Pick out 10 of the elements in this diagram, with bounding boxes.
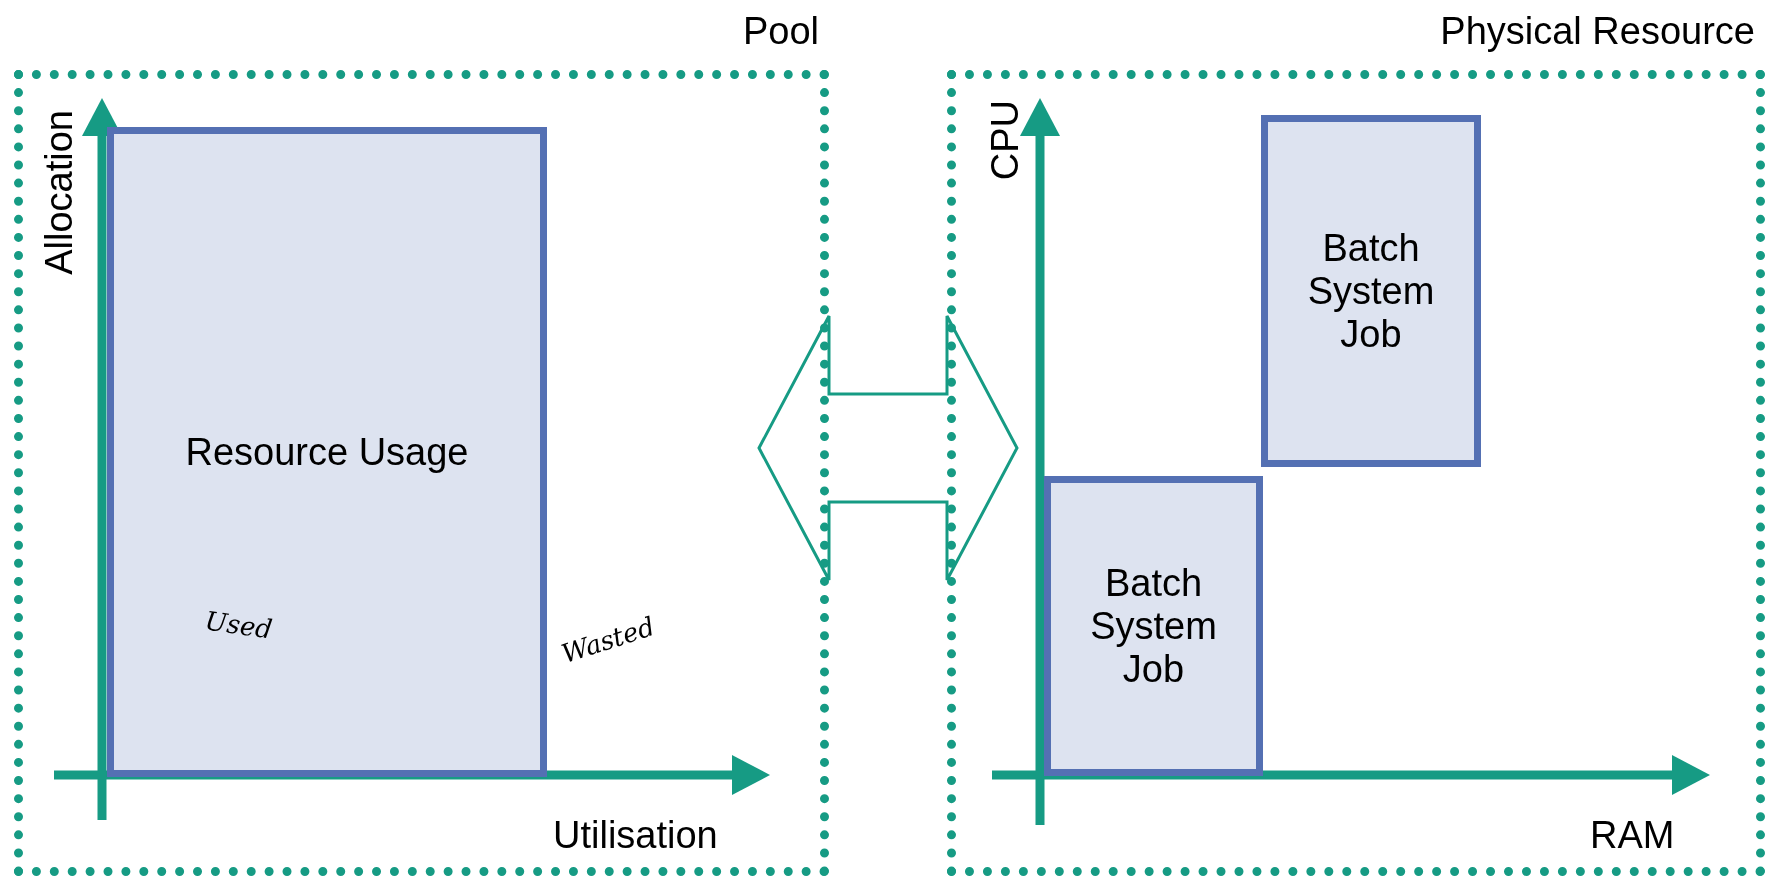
resource-box: Batch System Job [1261, 115, 1481, 467]
panel-title: Physical Resource [1440, 10, 1755, 53]
panel-title: Pool [742, 10, 819, 53]
axis-label: CPU [984, 100, 1027, 181]
double-arrow [757, 314, 1019, 582]
axis-label: Utilisation [553, 814, 718, 857]
axis-label: Allocation [38, 110, 81, 275]
resource-box: Batch System Job [1044, 476, 1263, 776]
axis-label: RAM [1590, 814, 1675, 857]
annotation: Used [203, 605, 275, 645]
